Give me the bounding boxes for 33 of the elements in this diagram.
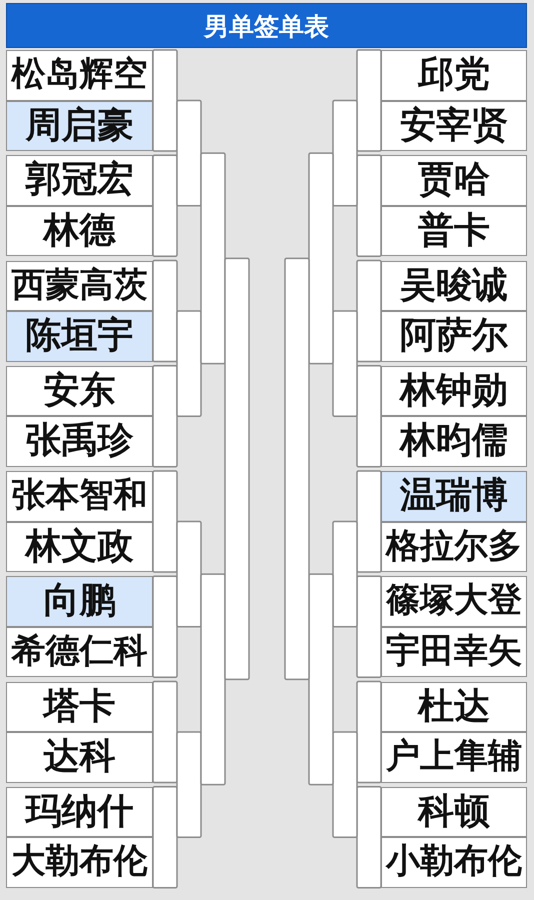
player-name-cell: 邱党: [381, 50, 527, 100]
player-name-cell: 张禹珍: [6, 416, 153, 467]
player-name-cell: 陈垣宇: [6, 311, 153, 362]
player-name-cell: 杜达: [381, 682, 527, 732]
player-name-cell: 松岛辉空: [6, 50, 153, 100]
player-name-cell: 玛纳什: [6, 786, 153, 838]
player-name-cell: 贾哈: [381, 155, 527, 206]
player-name-cell: 格拉尔多: [381, 522, 527, 572]
player-name-cell: 林德: [6, 206, 153, 256]
player-name-cell: 郭冠宏: [6, 155, 153, 206]
player-name-cell: 林钟勋: [381, 366, 527, 416]
player-name-cell: 向鹏: [6, 576, 153, 627]
player-name-cell: 大勒布伦: [6, 837, 153, 888]
player-name-cell: 阿萨尔: [381, 311, 527, 362]
player-name-cell: 林昀儒: [381, 416, 527, 467]
player-name-cell: 周启豪: [6, 100, 153, 151]
player-name-cell: 小勒布伦: [381, 837, 527, 888]
player-name-cell: 普卡: [381, 206, 527, 256]
player-name-cell: 塔卡: [6, 682, 153, 732]
player-name-cell: 安东: [6, 366, 153, 416]
player-name-cell: 篠塚大登: [381, 576, 527, 627]
player-name-cell: 西蒙高茨: [6, 260, 153, 311]
title-bar: 男单签单表: [6, 3, 527, 48]
player-name-cell: 达科: [6, 732, 153, 782]
player-name-cell: 温瑞博: [381, 471, 527, 522]
player-name-cell: 林文政: [6, 522, 153, 572]
player-name-cell: 吴晙诚: [381, 260, 527, 311]
player-name-cell: 张本智和: [6, 471, 153, 522]
player-name-cell: 安宰贤: [381, 100, 527, 151]
player-name-cell: 户上隼辅: [381, 732, 527, 782]
player-name-cell: 宇田幸矢: [381, 626, 527, 678]
player-name-cell: 希德仁科: [6, 626, 153, 678]
player-name-cell: 科顿: [381, 786, 527, 838]
